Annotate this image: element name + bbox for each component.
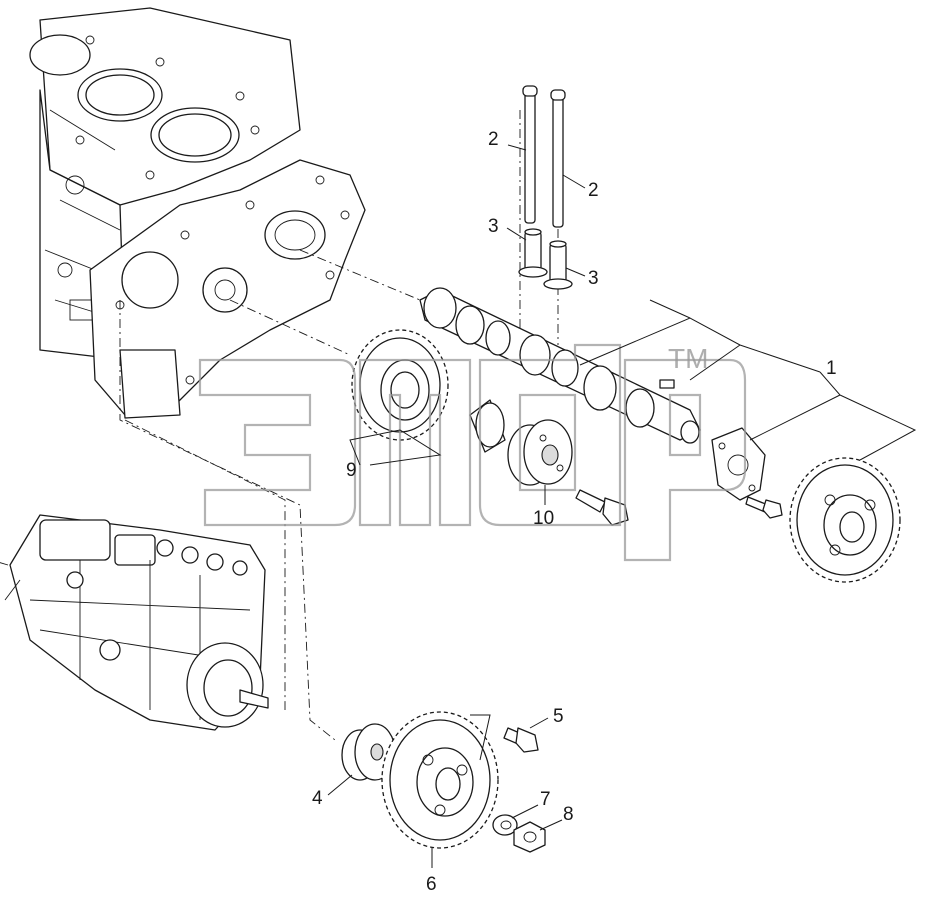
callout-9: 9 bbox=[346, 460, 357, 481]
watermark-tm: TM bbox=[668, 343, 708, 374]
leader-lines bbox=[327, 144, 917, 868]
camshaft bbox=[419, 287, 701, 444]
callout-6: 6 bbox=[426, 874, 437, 895]
watermark-logo: TM bbox=[198, 343, 747, 562]
callout-5: 5 bbox=[553, 706, 564, 727]
pump-gear-6 bbox=[381, 711, 499, 849]
nut-8 bbox=[513, 821, 546, 853]
engine-block bbox=[29, 7, 366, 419]
callout-10: 10 bbox=[533, 508, 554, 529]
bolt-cam bbox=[575, 489, 629, 526]
bolt-5 bbox=[503, 727, 539, 753]
thrust-plate bbox=[711, 427, 766, 501]
assembly-center-lines bbox=[119, 110, 559, 741]
push-rods bbox=[522, 85, 566, 228]
injection-pump bbox=[0, 514, 269, 731]
bolt-plate bbox=[745, 496, 783, 519]
callout-7: 7 bbox=[540, 789, 551, 810]
hub-10 bbox=[507, 419, 573, 486]
callout-2a: 2 bbox=[488, 129, 499, 150]
callout-4: 4 bbox=[312, 788, 323, 809]
cam-gear-9 bbox=[351, 329, 506, 453]
callout-1: 1 bbox=[826, 358, 837, 379]
callout-labels: 1 2 2 3 3 4 5 6 7 8 9 10 bbox=[312, 129, 837, 895]
washer-7 bbox=[492, 814, 518, 836]
callout-3a: 3 bbox=[488, 216, 499, 237]
callout-8: 8 bbox=[563, 804, 574, 825]
cam-drive-gear bbox=[789, 457, 901, 583]
tappets bbox=[518, 228, 573, 290]
callout-3b: 3 bbox=[588, 268, 599, 289]
callout-2b: 2 bbox=[588, 180, 599, 201]
